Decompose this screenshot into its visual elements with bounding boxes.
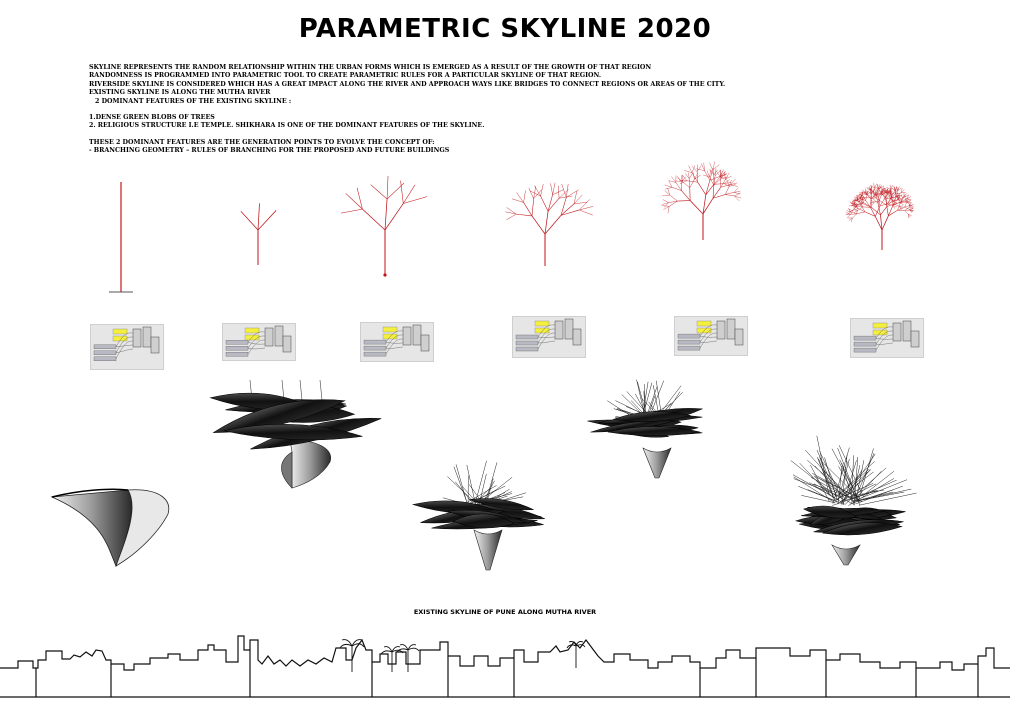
skyline-outline [0, 635, 1010, 698]
grasshopper-definition-1 [90, 324, 164, 370]
grasshopper-definition-6 [850, 318, 924, 358]
model-4 [587, 379, 703, 479]
model-2 [209, 379, 382, 489]
branch-diagram-3 [340, 176, 428, 277]
grasshopper-definition-4 [512, 316, 586, 358]
concept-line: These 2 dominant features are the genera… [89, 138, 435, 146]
feature-item: 1.Dense green blobs of trees [89, 114, 215, 122]
intro-line: Randomness is programmed into parametric… [89, 72, 602, 80]
branch-diagram-6 [845, 183, 914, 250]
intro-line: Skyline represents the random relationsh… [89, 64, 652, 71]
intro-line: Existing skyline is along the Mutha rive… [89, 89, 271, 97]
branch-diagram-4 [505, 182, 594, 266]
concept-line: - Branching Geometry – Rules of branchin… [89, 147, 450, 155]
model-1 [50, 488, 170, 567]
branch-diagram-1 [109, 182, 133, 293]
intro-text: Skyline represents the random relationsh… [89, 64, 789, 156]
skyline-caption: EXISTING SKYLINE OF PUNE ALONG MUTHA RIV… [413, 608, 597, 616]
grasshopper-definition-3 [360, 322, 434, 362]
grasshopper-definition-5 [674, 316, 748, 356]
branch-diagram-2 [240, 203, 277, 265]
grasshopper-definition-2 [222, 323, 296, 361]
page-title: PARAMETRIC SKYLINE 2020 [298, 14, 712, 44]
feature-item: 2. Religious structure i.e temple. Shikh… [89, 122, 485, 130]
palm-tree-icons [339, 639, 586, 672]
model-5 [790, 435, 917, 566]
intro-line: 2 dominant features of the existing skyl… [95, 97, 292, 105]
branch-diagram-5 [661, 161, 742, 240]
intro-line: Riverside skyline is considered which ha… [89, 80, 726, 88]
model-3 [412, 460, 545, 571]
